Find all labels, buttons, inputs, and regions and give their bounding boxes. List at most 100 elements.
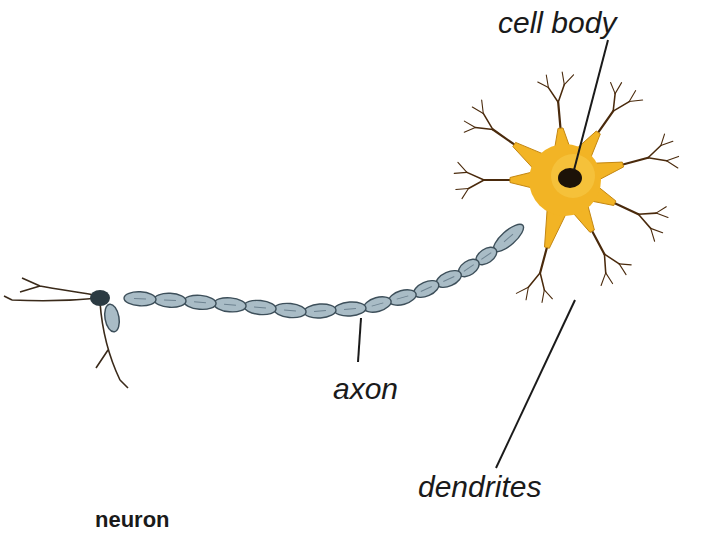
dendrite-stroke <box>651 228 655 241</box>
dendrite-stroke <box>456 188 469 189</box>
dendrite-stroke <box>604 254 619 264</box>
terminal-knob <box>90 290 110 306</box>
dendrite-stroke <box>629 100 642 102</box>
dendrite-stroke <box>540 248 547 273</box>
myelin-detail <box>504 234 513 242</box>
dendrite-stroke <box>661 141 673 145</box>
dendrite-stroke <box>619 263 631 265</box>
dendrite-stroke <box>464 121 475 127</box>
dendrite-stroke <box>464 128 475 133</box>
dendrite-stroke <box>667 161 678 168</box>
leader-line <box>358 318 361 362</box>
dendrite-stroke <box>493 130 514 145</box>
cell-body-core <box>529 144 601 216</box>
dendrite-stroke <box>558 85 564 103</box>
myelin-sheath <box>362 294 393 315</box>
myelin-detail <box>464 265 474 272</box>
myelin-detail <box>397 296 409 299</box>
dendrite-stroke <box>526 287 528 300</box>
dendrite-stroke <box>648 146 661 158</box>
myelin-sheath <box>124 291 157 307</box>
dendrite-stroke <box>546 75 548 88</box>
axon-terminal <box>4 278 128 388</box>
dendrite-stroke <box>482 100 484 113</box>
dendrite-stroke <box>592 231 604 254</box>
dendrite-stroke <box>483 113 493 129</box>
dendrite-stroke <box>601 273 606 286</box>
terminal-branches <box>4 278 128 388</box>
myelin-detail <box>134 298 146 300</box>
dendrite-stroke <box>613 94 615 112</box>
myelin-detail <box>344 308 356 310</box>
axon-label: axon <box>333 372 398 405</box>
myelin-sheath <box>304 303 337 319</box>
dendrite-stroke <box>613 102 629 112</box>
myelin-detail <box>421 287 432 292</box>
dendrite-stroke <box>458 162 467 172</box>
dendrite-stroke <box>656 207 666 213</box>
dendrite-stroke <box>615 203 639 214</box>
myelin-detail <box>164 299 176 301</box>
dendrite-stroke <box>629 91 635 102</box>
dendrite-stroke <box>462 188 468 198</box>
dendrite-stroke <box>484 179 510 181</box>
dendrite-stroke <box>472 107 483 113</box>
dendrite-stroke <box>558 102 560 128</box>
dendrite-stroke <box>667 156 679 160</box>
axon-myelin <box>124 220 528 319</box>
myelin-detail <box>194 302 206 303</box>
dendrite-branches <box>454 72 678 302</box>
dendrite-stroke <box>544 290 552 299</box>
nucleus <box>558 168 582 188</box>
cell-body-label: cell body <box>498 6 616 39</box>
myelin-sheath <box>213 296 246 313</box>
myelin-detail <box>372 303 384 306</box>
dendrite-stroke <box>638 214 650 228</box>
dendrites-label: dendrites <box>418 470 541 503</box>
myelin-sheath <box>273 302 306 319</box>
dendrite-stroke <box>538 82 549 88</box>
dendrite-stroke <box>454 172 467 173</box>
dendrite-stroke <box>623 158 648 165</box>
myelin-detail <box>481 253 491 260</box>
myelin-detail <box>224 304 236 305</box>
figure-caption: neuron <box>95 508 170 532</box>
myelin-detail <box>254 307 266 308</box>
dendrite-stroke <box>467 172 484 180</box>
myelin-sheath <box>387 287 418 308</box>
leader-line <box>496 300 575 468</box>
dendrite-stroke <box>615 83 621 94</box>
myelin-detail <box>443 277 454 282</box>
myelin-sheath <box>334 301 367 317</box>
dendrite-stroke <box>598 111 613 132</box>
dendrite-stroke <box>475 128 493 130</box>
dendrite-stroke <box>648 158 666 161</box>
dendrite-stroke <box>656 213 668 217</box>
dendrite-stroke <box>606 273 613 284</box>
dendrite-stroke <box>528 273 540 288</box>
dendrite-stroke <box>516 287 528 293</box>
axon-core <box>125 226 522 312</box>
myelin-sheath <box>154 292 187 308</box>
dendrite-stroke <box>540 273 544 290</box>
myelin-sheath <box>243 299 276 316</box>
dendrite-stroke <box>468 180 484 188</box>
myelin-sheath <box>103 303 122 333</box>
myelin-sheath <box>183 294 216 311</box>
dendrite-stroke <box>638 213 656 214</box>
dendrite-stroke <box>562 72 564 85</box>
dendrite-stroke <box>619 264 626 275</box>
dendrite-stroke <box>604 254 605 273</box>
dendrite-stroke <box>564 75 573 85</box>
leader-line <box>574 40 608 170</box>
cell-body-shape <box>510 128 624 248</box>
dendrite-stroke <box>542 290 544 303</box>
dendrite-stroke <box>611 82 616 93</box>
myelin-detail <box>314 310 326 312</box>
cell-body-highlight <box>551 154 595 198</box>
dendrite-stroke <box>651 228 663 232</box>
dendrite-stroke <box>548 88 558 103</box>
dendrite-stroke <box>661 134 665 145</box>
